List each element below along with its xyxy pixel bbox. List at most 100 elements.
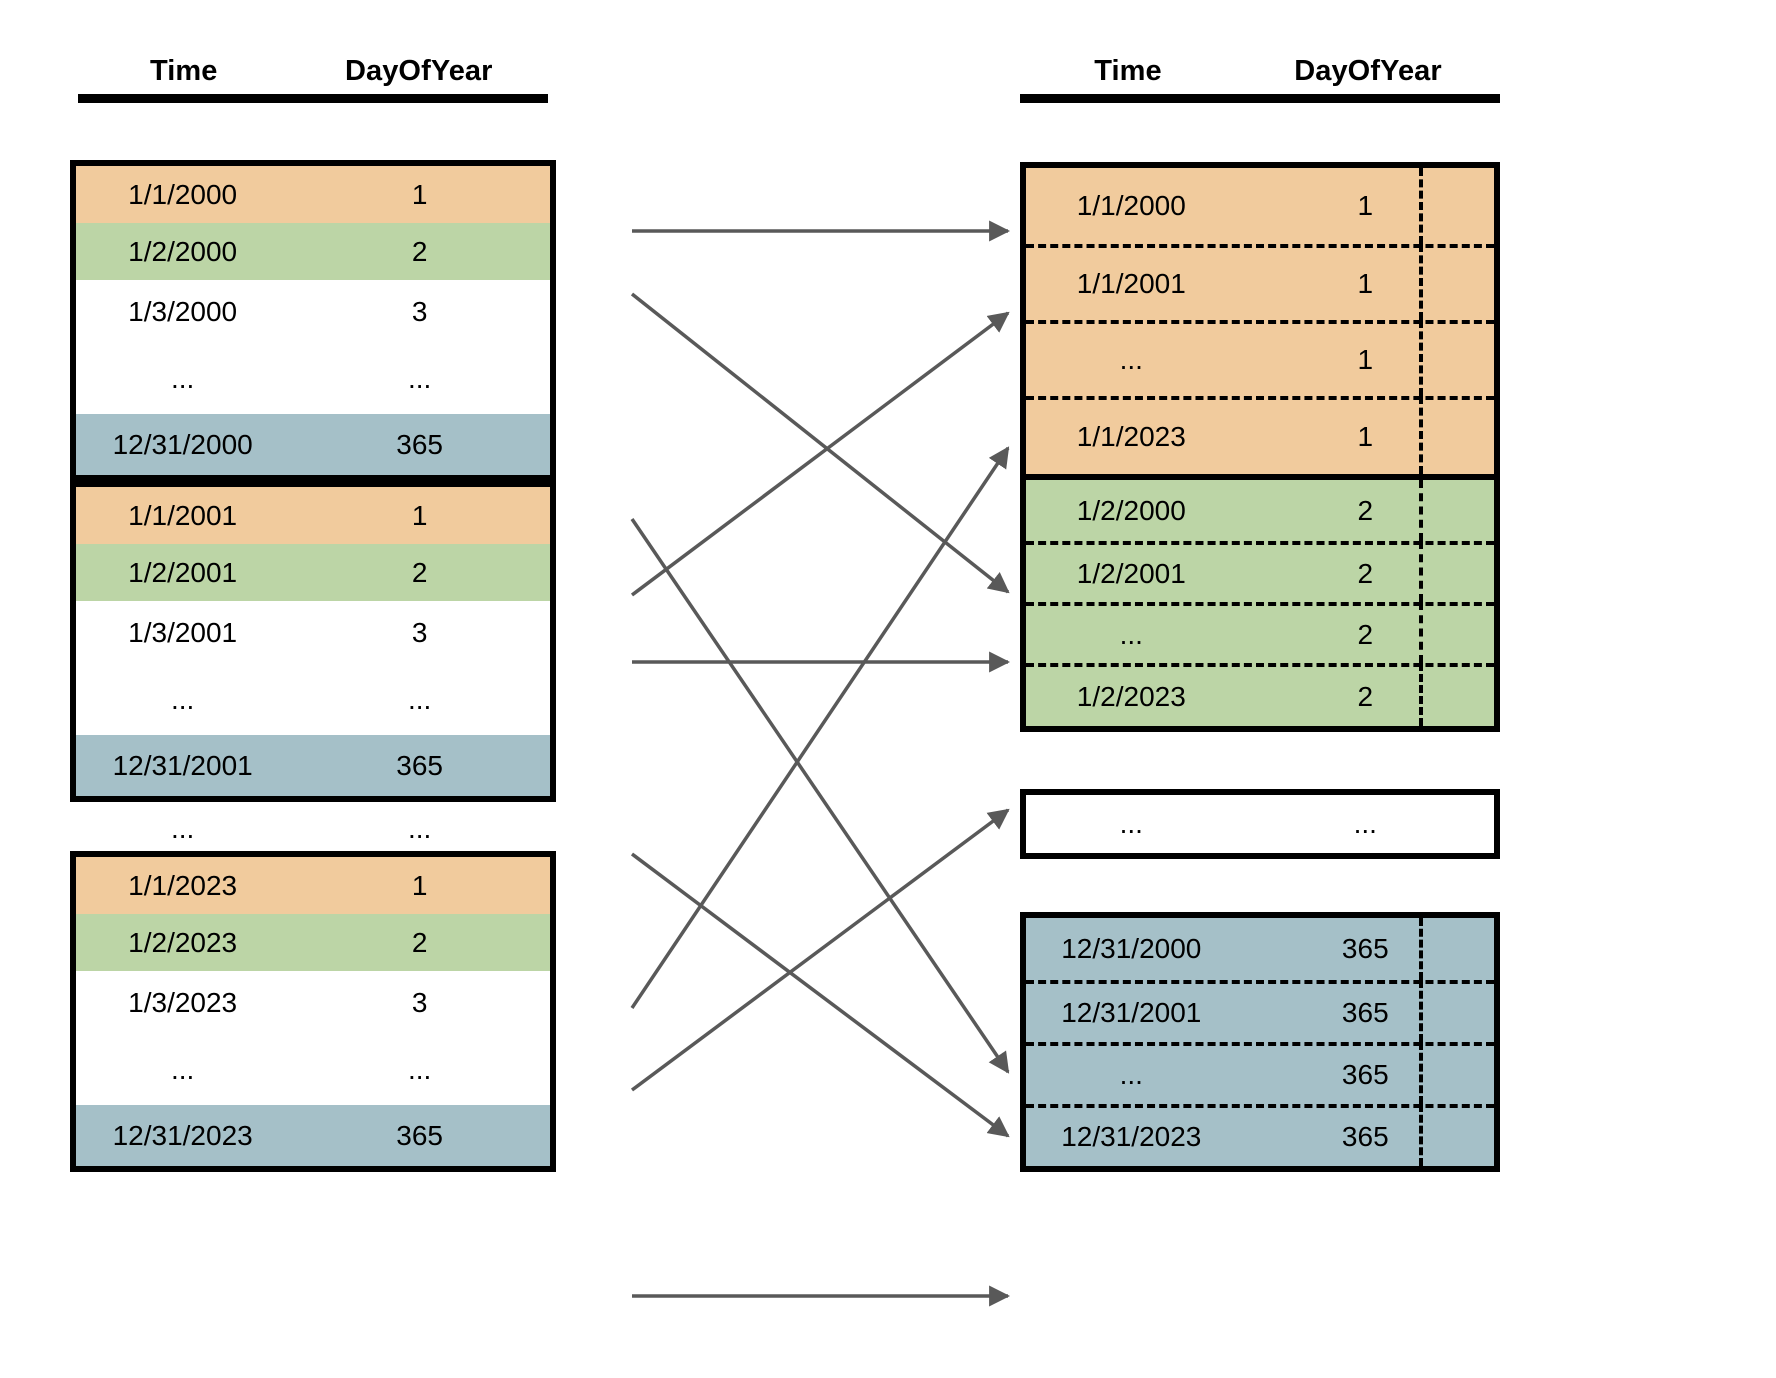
cell-time: 1/1/2023 [128, 869, 238, 901]
arrow-12-31-2000 [630, 518, 1010, 1074]
cell-dayofyear: 365 [1341, 1059, 1389, 1090]
cell-dayofyear: 2 [1357, 494, 1374, 526]
right-table-dayofyear-2[interactable]: 1/2/2000 2 1/2/2001 2 ... 2 1/2/2023 2 [1020, 474, 1500, 732]
right-header-time: Time [1094, 55, 1162, 87]
cell-time: ... [170, 1054, 195, 1085]
table-row[interactable]: 1/3/2000 3 [76, 280, 550, 344]
cell-time: 1/3/2001 [128, 617, 238, 648]
left-table-year-2000[interactable]: 1/1/2000 1 1/2/2000 2 1/3/2000 3 ... ...… [70, 160, 556, 481]
right-header-dayofyear: DayOfYear [1294, 55, 1442, 87]
cell-dayofyear: ... [407, 1054, 432, 1085]
cell-dayofyear: 1 [411, 869, 428, 901]
cell-dayofyear: ... [1353, 808, 1377, 839]
cell-time: ... [170, 684, 195, 715]
cell-dayofyear: 365 [396, 1119, 443, 1151]
table-row[interactable]: 1/2/2023 2 [1026, 663, 1494, 726]
arrow-group [630, 220, 1011, 1307]
cell-time: 1/2/2023 [128, 926, 238, 958]
cell-time: ... [1119, 808, 1143, 839]
cell-time: 12/31/2000 [112, 428, 253, 460]
table-row[interactable]: 1/1/2023 1 [76, 857, 550, 914]
cell-dayofyear: 3 [411, 296, 428, 327]
cell-time: 12/31/2001 [1061, 997, 1202, 1028]
cell-time: 1/2/2001 [128, 556, 238, 588]
cell-time: 1/3/2000 [128, 296, 238, 327]
table-row[interactable]: 1/3/2001 3 [76, 601, 550, 665]
arrow-1-1-2023 [630, 446, 1010, 1009]
arrow-1-2-2000 [630, 292, 1010, 594]
cell-dayofyear: 2 [411, 235, 428, 267]
cell-dayofyear: 365 [1341, 933, 1389, 964]
table-row[interactable]: 1/2/2001 2 [1026, 541, 1494, 602]
table-row[interactable]: 12/31/2000 365 [76, 414, 550, 475]
table-row[interactable]: 12/31/2001 365 [76, 735, 550, 796]
cell-dayofyear: 1 [1357, 421, 1374, 452]
table-row-ellipsis: ... ... [76, 1035, 550, 1105]
cell-time: ... [170, 363, 195, 394]
cell-time: 1/1/2023 [1076, 421, 1186, 452]
cell-time: 12/31/2000 [1061, 933, 1202, 964]
left-table-header: Time DayOfYear [78, 55, 548, 103]
left-header-dayofyear: DayOfYear [344, 55, 493, 87]
right-header-rule [1020, 94, 1500, 103]
table-row-ellipsis[interactable]: ... 1 [1026, 320, 1494, 396]
cell-dayofyear: ... [407, 684, 432, 715]
arrow-12-31-2001 [630, 852, 1010, 1138]
left-header-time: Time [149, 55, 218, 87]
table-row[interactable]: 1/2/2001 2 [76, 544, 550, 601]
column-divider [1419, 396, 1424, 474]
cell-dayofyear: 365 [1341, 997, 1389, 1028]
right-table-dayofyear-1[interactable]: 1/1/2000 1 1/1/2001 1 ... 1 1/1/2023 1 [1020, 162, 1500, 480]
column-divider [1419, 663, 1424, 726]
cell-time: 12/31/2023 [112, 1119, 253, 1151]
cell-dayofyear: 365 [396, 749, 443, 781]
table-row[interactable]: 12/31/2000 365 [1026, 918, 1494, 980]
left-table-year-2023[interactable]: 1/1/2023 1 1/2/2023 2 1/3/2023 3 ... ...… [70, 851, 556, 1172]
table-row-ellipsis[interactable]: ... 2 [1026, 602, 1494, 663]
arrow-1-1-2001 [630, 311, 1010, 597]
table-row[interactable]: 1/1/2023 1 [1026, 396, 1494, 474]
cell-time: 12/31/2001 [112, 749, 253, 781]
right-table-gap-ellipsis[interactable]: ... ... [1020, 789, 1500, 859]
cell-dayofyear: 2 [411, 556, 428, 588]
column-divider [1419, 244, 1424, 320]
cell-dayofyear: 1 [1357, 268, 1374, 299]
column-divider [1419, 1042, 1424, 1104]
cell-time: 1/1/2001 [128, 499, 238, 531]
cell-dayofyear: 365 [1341, 1121, 1389, 1152]
table-row[interactable]: 1/1/2001 1 [76, 487, 550, 544]
cell-time: 1/2/2000 [1076, 494, 1186, 526]
table-row[interactable]: 1/2/2023 2 [76, 914, 550, 971]
column-divider [1419, 918, 1424, 980]
column-divider [1419, 602, 1424, 663]
table-row[interactable]: 12/31/2023 365 [76, 1105, 550, 1166]
table-row[interactable]: 1/1/2000 1 [1026, 168, 1494, 244]
cell-time: ... [170, 813, 195, 844]
right-table-header: Time DayOfYear [1020, 55, 1500, 103]
left-tables-gap-ellipsis: ... ... [76, 815, 550, 843]
table-row[interactable]: 1/3/2023 3 [76, 971, 550, 1035]
cell-dayofyear: ... [407, 363, 432, 394]
cell-dayofyear: 3 [411, 617, 428, 648]
table-row[interactable]: 12/31/2001 365 [1026, 980, 1494, 1042]
cell-time: 1/2/2023 [1076, 680, 1186, 712]
arrow-1-2-2023 [630, 808, 1010, 1092]
table-row-ellipsis[interactable]: ... 365 [1026, 1042, 1494, 1104]
right-table-dayofyear-365[interactable]: 12/31/2000 365 12/31/2001 365 ... 365 12… [1020, 912, 1500, 1172]
column-divider [1419, 1104, 1424, 1166]
table-row[interactable]: 1/2/2000 2 [1026, 480, 1494, 541]
column-divider [1419, 980, 1424, 1042]
table-row-ellipsis: ... ... [1026, 795, 1494, 853]
cell-dayofyear: 1 [1357, 190, 1374, 221]
table-row[interactable]: 1/2/2000 2 [76, 223, 550, 280]
cell-dayofyear: 2 [1357, 557, 1374, 589]
cell-dayofyear: 3 [411, 987, 428, 1018]
cell-time: 1/1/2001 [1076, 268, 1186, 299]
left-table-year-2001[interactable]: 1/1/2001 1 1/2/2001 2 1/3/2001 3 ... ...… [70, 481, 556, 802]
column-divider [1419, 480, 1424, 541]
table-row[interactable]: 12/31/2023 365 [1026, 1104, 1494, 1166]
table-row[interactable]: 1/1/2000 1 [76, 166, 550, 223]
table-row[interactable]: 1/1/2001 1 [1026, 244, 1494, 320]
cell-dayofyear: 1 [1357, 344, 1374, 375]
